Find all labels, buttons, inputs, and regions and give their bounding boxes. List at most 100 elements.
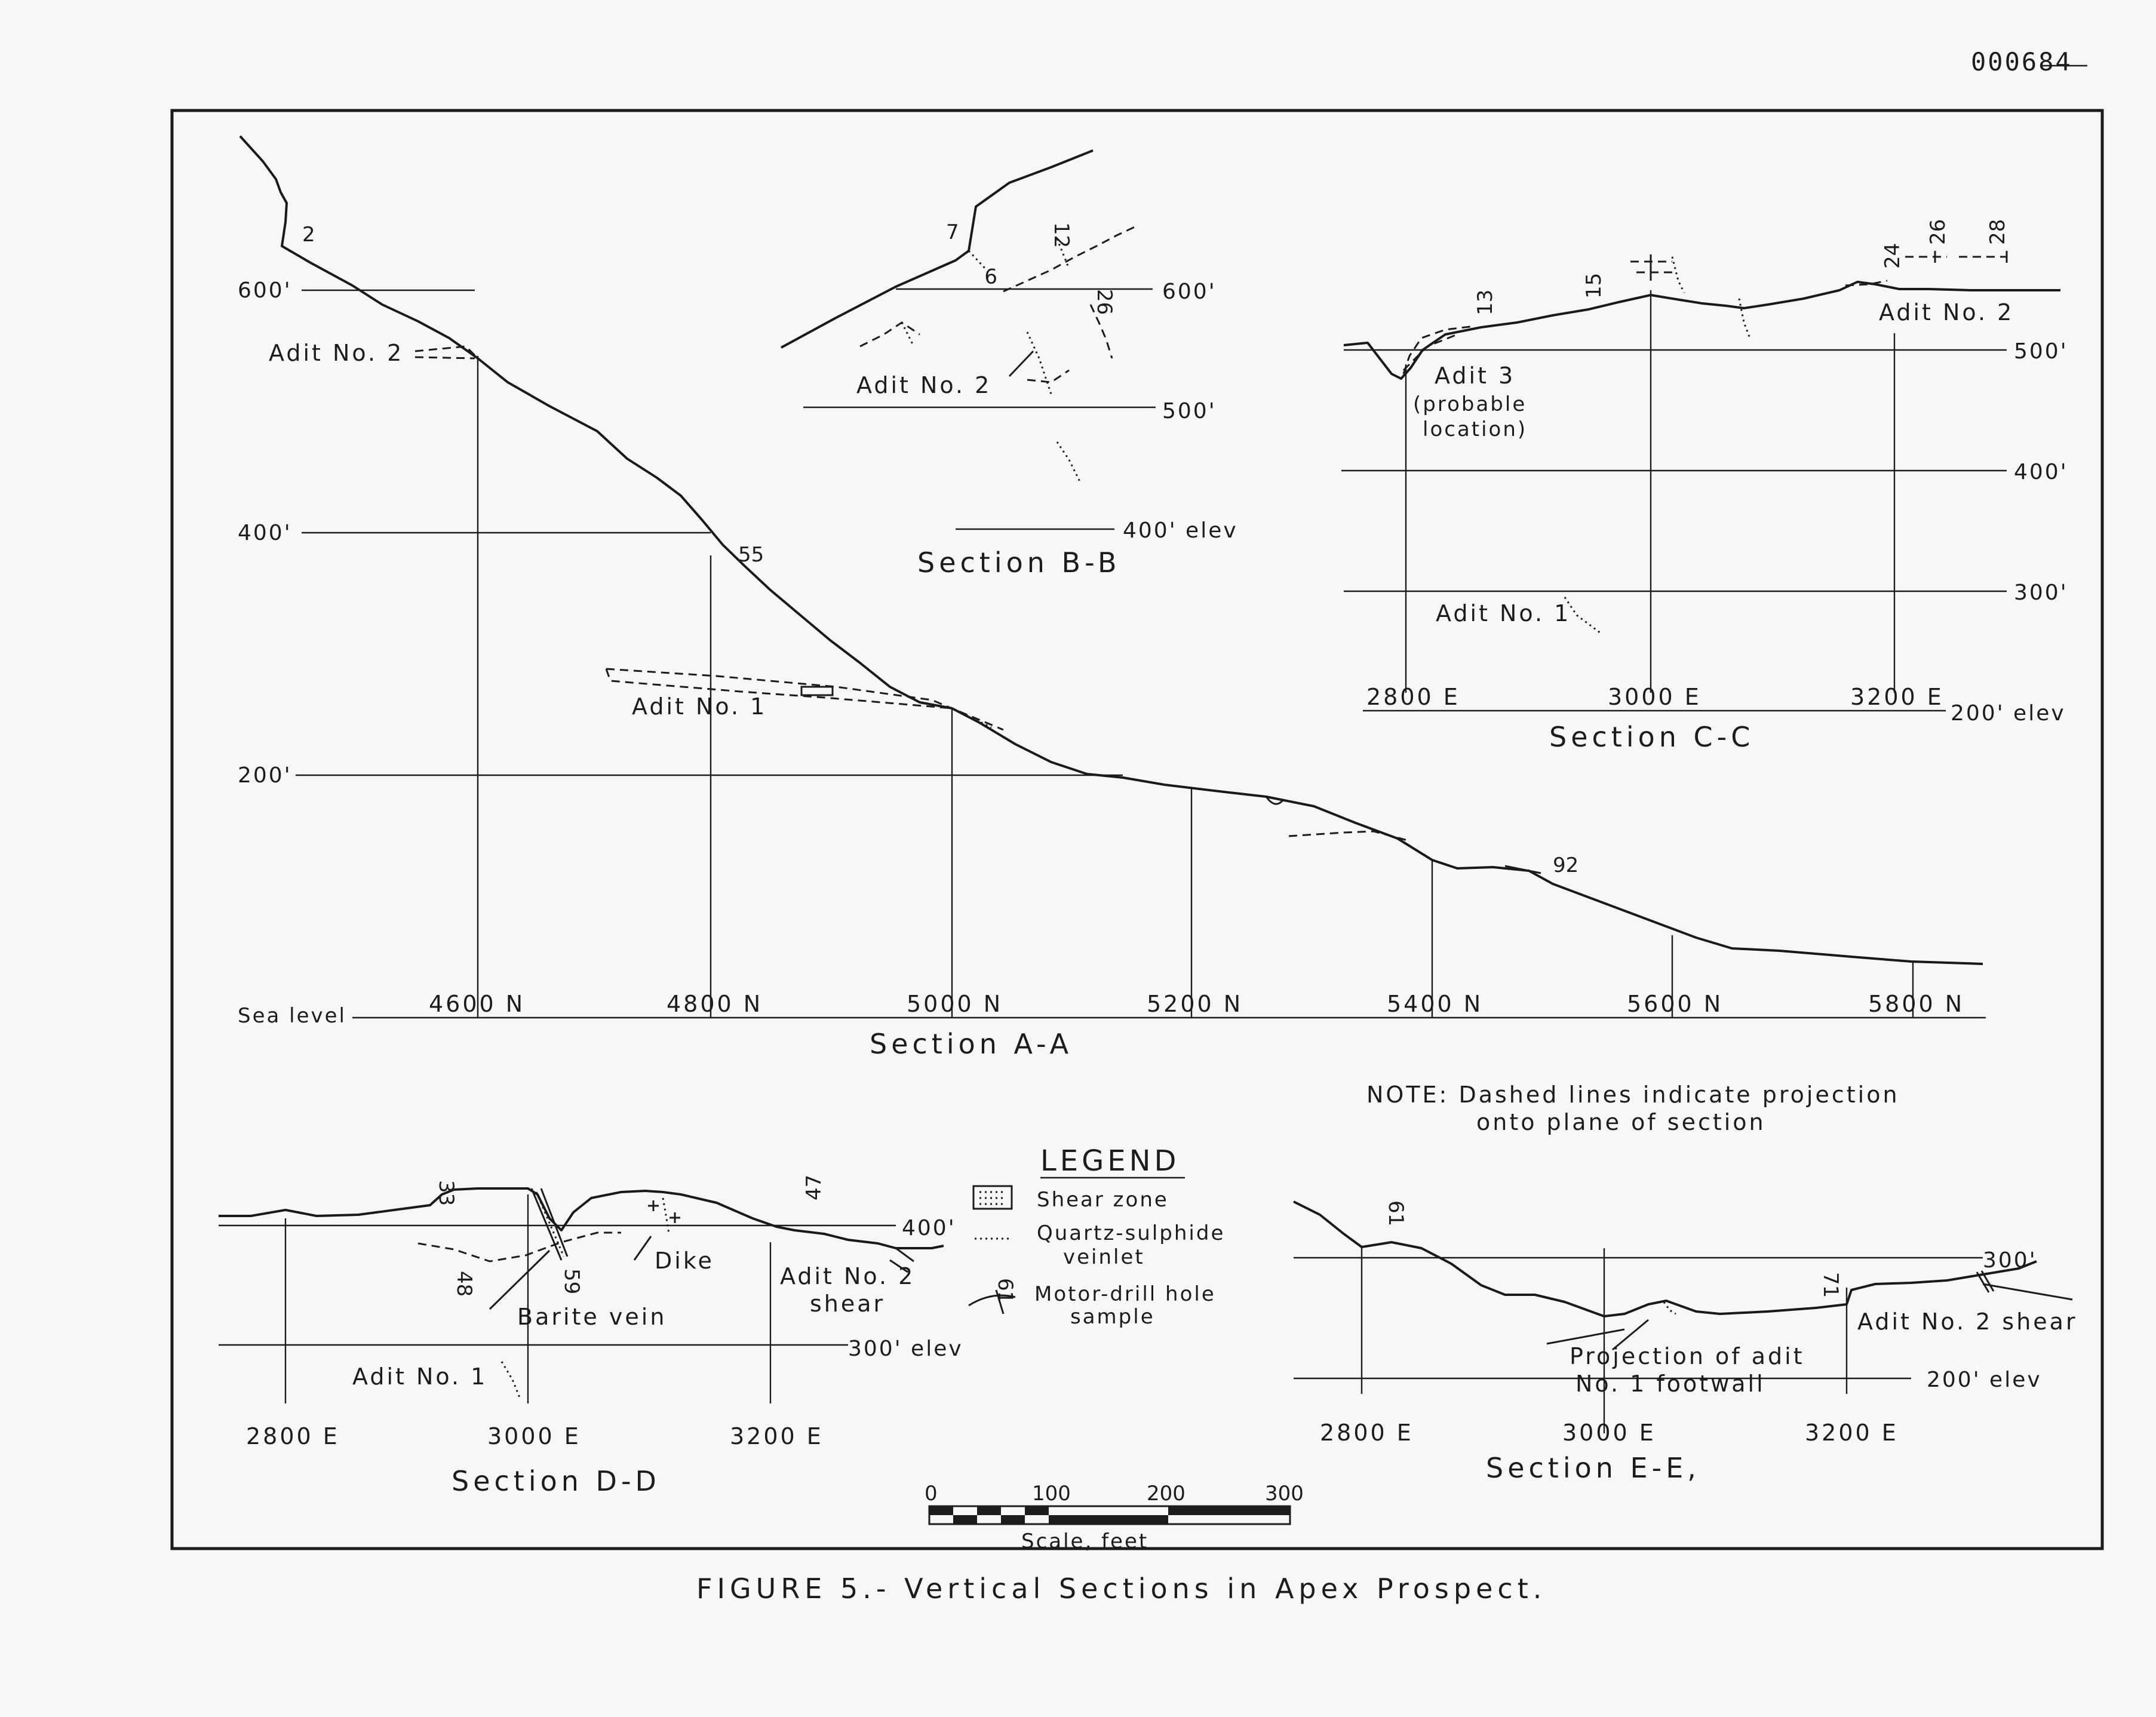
- dd-adit-2-label: Adit No. 2: [780, 1263, 915, 1289]
- ee-station-label-3200: 3200 E: [1805, 1420, 1899, 1446]
- ee-projection-leaders: [1546, 1319, 1649, 1351]
- aa-station-label-5200: 5200 N: [1147, 991, 1243, 1017]
- legend-veinlet-label: veinlet: [1063, 1245, 1145, 1269]
- cc-adit-3-location: location): [1423, 417, 1527, 441]
- aa-section-title: Section A-A: [870, 1028, 1073, 1060]
- cc-adit3-trace: [1402, 325, 1476, 374]
- bb-veinlet-left: [901, 322, 915, 347]
- cc-projection-ticks: [1934, 251, 2008, 263]
- dd-dike-symbols: [648, 1200, 680, 1223]
- note-line-2: onto plane of section: [1476, 1109, 1766, 1135]
- cc-sample-24: 24: [1881, 243, 1905, 269]
- dd-adit-trace: [417, 1231, 621, 1263]
- aa-projection-5400: [1288, 830, 1410, 842]
- cc-station-label-3000: 3000 E: [1608, 684, 1702, 710]
- cc-station-label-3200: 3200 E: [1850, 684, 1944, 710]
- ee-sample-61: 61: [1384, 1200, 1408, 1226]
- cc-shear-deep: [1564, 597, 1601, 634]
- aa-station-label-5800: 5800 N: [1868, 991, 1964, 1017]
- legend-shear-stipple: [979, 1191, 1006, 1205]
- dd-dike-dots: [662, 1197, 670, 1234]
- ee-projection-label-1: Projection of adit: [1570, 1343, 1805, 1369]
- cc-adit2-trace: [1845, 279, 1888, 287]
- bb-adit-dash: [1027, 369, 1070, 383]
- note-block: NOTE: Dashed lines indicate projection o…: [1366, 1082, 1897, 1135]
- scale-seg-1: [929, 1506, 953, 1515]
- section-d-d: 400' 300' elev 2800 E 3000 E 3200 E 33 4…: [219, 1175, 963, 1497]
- dd-section-title: Section D-D: [452, 1465, 661, 1497]
- legend-quartz-label: Quartz-sulphide: [1037, 1221, 1225, 1245]
- dd-shear-deep: [500, 1361, 521, 1398]
- dd-sample-33: 33: [434, 1180, 458, 1206]
- aa-ground-profile: [239, 135, 1983, 965]
- scale-tick-200: 200: [1147, 1482, 1186, 1506]
- dd-dike-leader: [633, 1236, 652, 1261]
- aa-label-sea-level: Sea level: [238, 1004, 346, 1028]
- legend-drill-number: 61: [993, 1278, 1017, 1304]
- cc-veinlet-top: [1671, 256, 1685, 293]
- aa-adit2-trace: [414, 345, 479, 360]
- scale-tick-300: 300: [1265, 1482, 1304, 1506]
- aa-adit-2-label: Adit No. 2: [269, 340, 404, 366]
- dd-station-label-2800: 2800 E: [246, 1423, 340, 1449]
- dd-barite-fill: [535, 1191, 565, 1257]
- bb-adit-2-label: Adit No. 2: [856, 372, 991, 398]
- ee-sample-71: 71: [1819, 1272, 1842, 1298]
- section-b-b: 600' 500' 400' elev 7 9 12 26 Adit No. 2…: [781, 149, 1236, 579]
- ee-adit-2-shear-label: Adit No. 2 shear: [1857, 1309, 2078, 1335]
- cc-adit-3-probable: (probable: [1413, 392, 1527, 416]
- bb-projection-26: [1089, 304, 1113, 359]
- dd-sample-59: 59: [560, 1268, 583, 1294]
- scale-label: Scale, feet: [1021, 1529, 1148, 1553]
- ee-label-200: 200' elev: [1927, 1368, 2042, 1392]
- aa-ground-notch: [1265, 796, 1284, 805]
- ee-shear-arrow: [1976, 1270, 2073, 1301]
- cc-sample-26: 26: [1926, 219, 1950, 245]
- ee-projection-label-2: No. 1 footwall: [1575, 1371, 1765, 1397]
- aa-adit1-trace: [605, 668, 953, 709]
- cc-label-400: 400': [2014, 460, 2068, 484]
- cc-ground-profile: [1343, 281, 2060, 380]
- bb-section-title: Section B-B: [917, 546, 1121, 579]
- bb-label-500: 500': [1162, 399, 1217, 423]
- aa-label-400: 400': [238, 521, 292, 545]
- ee-ground-profile: [1293, 1200, 2037, 1317]
- cc-station-label-2800: 2800 E: [1366, 684, 1460, 710]
- bb-veinlet-mid: [1026, 331, 1052, 395]
- dd-sample-47: 47: [802, 1175, 826, 1200]
- cc-sample-28: 28: [1986, 219, 2010, 245]
- legend-shear-swatch: [972, 1185, 1013, 1210]
- scale-seg-6: [1049, 1515, 1168, 1524]
- dd-barite-vein: [530, 1188, 569, 1261]
- dd-shear-arrow: [889, 1247, 914, 1273]
- aa-adit1-stope: [800, 686, 834, 696]
- legend-heading: LEGEND: [1040, 1144, 1180, 1178]
- aa-adit1-trace-upper: [606, 668, 1004, 731]
- cc-section-title: Section C-C: [1549, 721, 1754, 753]
- dd-adit-1-label: Adit No. 1: [352, 1363, 487, 1390]
- cc-label-300: 300': [2014, 580, 2068, 605]
- dd-shear-label: shear: [810, 1291, 885, 1317]
- ee-station-label-2800: 2800 E: [1320, 1420, 1414, 1446]
- bb-sample-12: 12: [1049, 222, 1073, 248]
- bb-shear-deep: [1056, 441, 1082, 484]
- figure-frame: [170, 109, 2104, 1550]
- cc-adit3-trace-b: [1402, 333, 1458, 371]
- scale-seg-4: [1001, 1515, 1025, 1524]
- scale-bar: 0 100 200 300 Scale, feet: [925, 1482, 1304, 1553]
- legend-shear-zone: Shear zone: [1037, 1188, 1169, 1212]
- legend-drill-symbol: [968, 1289, 1016, 1314]
- aa-station-label-5600: 5600 N: [1627, 991, 1723, 1017]
- aa-adit-1-label: Adit No. 1: [632, 693, 767, 720]
- bb-adit-trace: [1003, 226, 1135, 293]
- bb-ground-profile: [781, 149, 1094, 349]
- cc-sample-13: 13: [1473, 290, 1497, 315]
- aa-veinlet: [951, 707, 992, 729]
- aa-label-200: 200': [238, 763, 292, 788]
- bb-adit-arrow: [1008, 350, 1034, 377]
- scale-seg-3: [977, 1506, 1001, 1515]
- aa-label-600: 600': [238, 278, 292, 303]
- legend-drill-label: Motor-drill hole: [1034, 1282, 1216, 1306]
- dd-label-300: 300' elev: [848, 1337, 963, 1361]
